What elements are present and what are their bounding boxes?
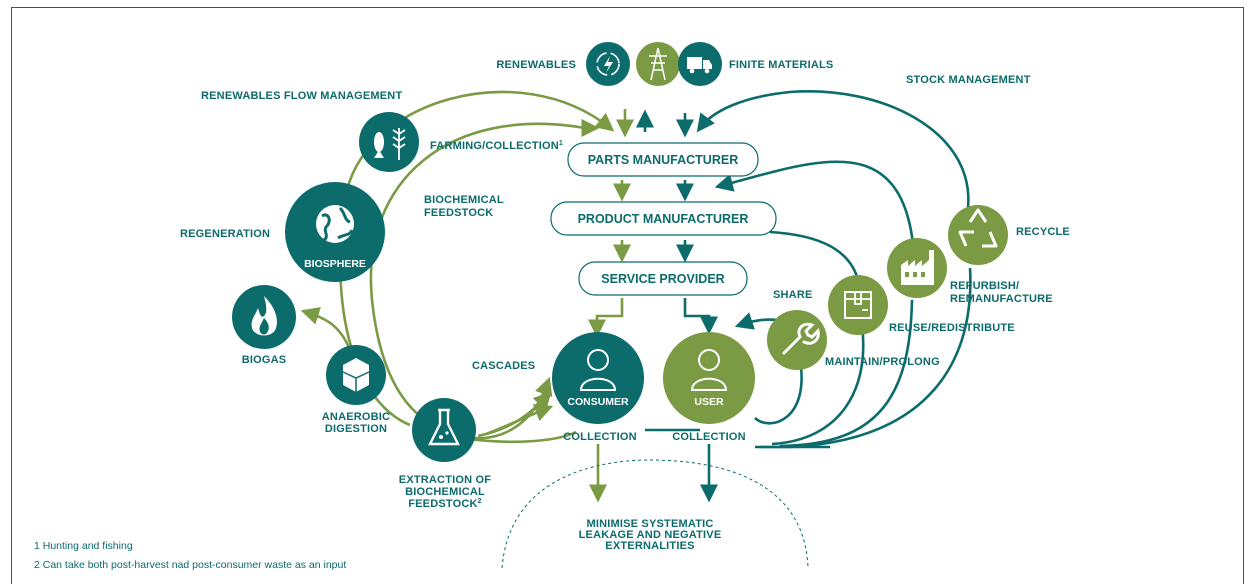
product-manufacturer-box: PRODUCT MANUFACTURER <box>550 201 777 236</box>
anaerobic-label-2: DIGESTION <box>325 423 387 435</box>
collection-left-label: COLLECTION <box>563 431 637 443</box>
product-manufacturer-label: PRODUCT MANUFACTURER <box>578 212 749 226</box>
biosphere-label: BIOSPHERE <box>304 258 366 270</box>
regeneration-label: REGENERATION <box>180 228 270 240</box>
footnote-1: 1 Hunting and fishing <box>34 540 133 552</box>
biosphere-icon <box>285 182 385 282</box>
wrench-icon <box>767 310 827 370</box>
stock-management-label: STOCK MANAGEMENT <box>906 74 1031 86</box>
anaerobic-digestion-icon <box>326 345 386 405</box>
extraction-label-1: EXTRACTION OF <box>399 474 492 486</box>
share-label: SHARE <box>773 289 813 301</box>
parts-manufacturer-box: PARTS MANUFACTURER <box>567 142 759 177</box>
parts-manufacturer-label: PARTS MANUFACTURER <box>588 153 738 167</box>
flask-icon <box>412 398 476 462</box>
power-pylon-icon <box>636 42 680 86</box>
biochemical-feedstock-label-2: FEEDSTOCK <box>424 207 493 219</box>
extraction-label-3: FEEDSTOCK2 <box>408 498 482 510</box>
flame-icon <box>232 285 296 349</box>
factory-icon <box>887 238 947 298</box>
refurbish-label-1: REFURBISH/ <box>950 280 1019 292</box>
extraction-label-2: BIOCHEMICAL <box>405 486 485 498</box>
box-icon <box>828 275 888 335</box>
diagram-frame <box>11 7 1244 584</box>
reuse-label: REUSE/REDISTRIBUTE <box>889 322 1015 334</box>
collection-right-label: COLLECTION <box>672 431 746 443</box>
anaerobic-label-1: ANAEROBIC <box>322 411 390 423</box>
leakage-label-2: LEAKAGE AND NEGATIVE <box>579 529 722 541</box>
renewables-label: RENEWABLES <box>496 59 576 71</box>
user-icon <box>663 332 755 424</box>
biogas-label: BIOGAS <box>242 354 287 366</box>
leakage-label-1: MINIMISE SYSTEMATIC <box>586 518 713 530</box>
renewables-flow-management-label: RENEWABLES FLOW MANAGEMENT <box>201 90 402 102</box>
recycle-label: RECYCLE <box>1016 226 1070 238</box>
user-label: USER <box>694 396 724 408</box>
maintain-label: MAINTAIN/PROLONG <box>825 356 940 368</box>
refurbish-label-2: REMANUFACTURE <box>950 293 1053 305</box>
service-provider-label: SERVICE PROVIDER <box>601 272 724 286</box>
cascades-label: CASCADES <box>472 360 535 372</box>
fish-wheat-icon <box>359 112 419 172</box>
truck-icon <box>678 42 722 86</box>
footnote-2: 2 Can take both post-harvest nad post-co… <box>34 559 347 571</box>
farming-collection-label: FARMING/COLLECTION1 <box>430 140 563 152</box>
recycle-icon <box>948 205 1008 265</box>
service-provider-box: SERVICE PROVIDER <box>578 261 748 296</box>
biochemical-feedstock-label-1: BIOCHEMICAL <box>424 194 504 206</box>
finite-materials-label: FINITE MATERIALS <box>729 59 833 71</box>
renewables-icon <box>586 42 630 86</box>
leakage-label-3: EXTERNALITIES <box>605 540 694 552</box>
consumer-label: CONSUMER <box>567 396 629 408</box>
consumer-icon <box>552 332 644 424</box>
